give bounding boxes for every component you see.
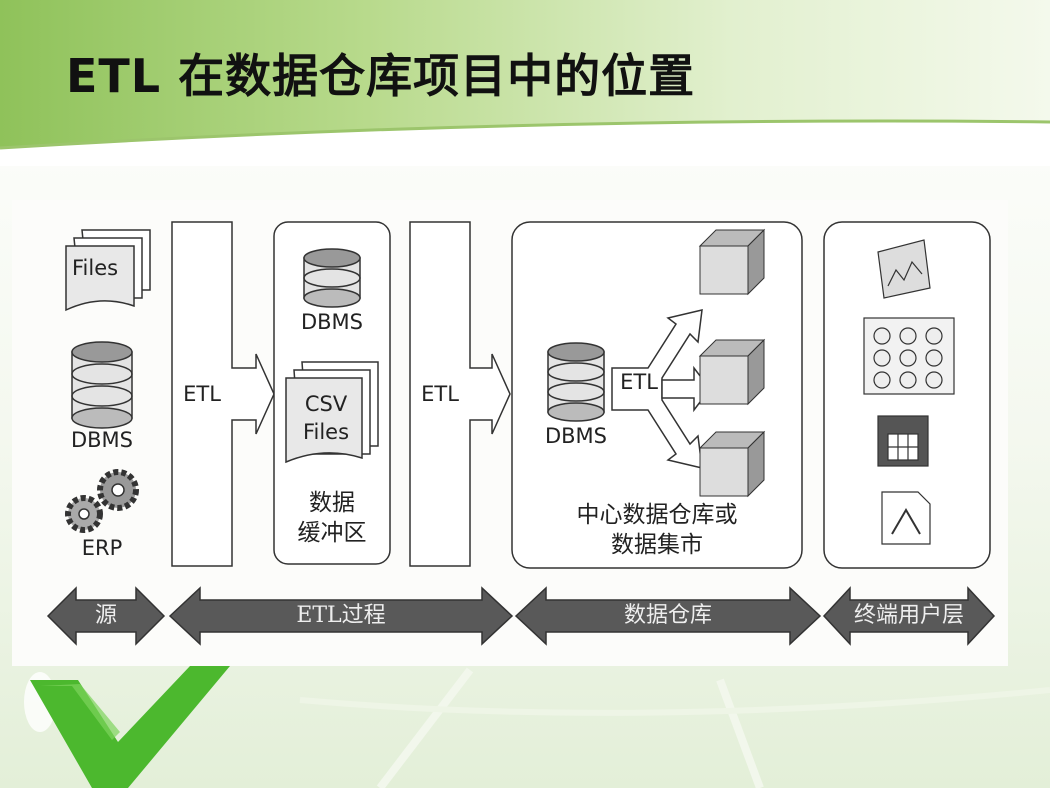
buffer-caption-line2: 缓冲区 [297,520,367,546]
warehouse-caption-line2: 数据集市 [611,532,703,558]
slide-title: ETL 在数据仓库项目中的位置 [66,49,696,103]
field-lines [299,667,1050,788]
etl-stage-2-label: ETL [421,382,459,406]
etl-column-2 [409,221,511,567]
olap-cube-icon-2 [698,338,766,406]
branch-arrows [611,309,711,469]
csv-files-icon [285,361,379,464]
dashboard-gauges-icon [863,317,955,395]
band-arrow-warehouse [514,586,822,646]
source-dbms-label: DBMS [70,428,134,452]
warehouse-dbms-icon [547,342,605,422]
band-label-warehouse: 数据仓库 [623,603,713,628]
spreadsheet-icon [877,415,929,467]
olap-cube-icon-1 [698,228,766,296]
warehouse-caption-line1: 中心数据仓库或 [576,502,738,528]
band-arrow-etl [168,586,514,646]
checkmark-icon [24,666,230,788]
pdf-document-icon [881,491,931,545]
band-arrow-source [46,586,166,646]
diagram-graphics [46,221,996,646]
band-label-end-user: 终端用户层 [853,603,965,628]
buffer-caption-line1: 数据 [309,490,355,516]
band-label-source: 源 [94,603,118,628]
band-label-etl: ETL过程 [296,603,386,628]
etl-stage-1-label: ETL [183,382,221,406]
olap-cube-icon-3 [698,430,766,498]
etl-column-1 [171,221,275,567]
files-icon [65,229,151,312]
warehouse-etl-label: ETL [620,370,658,394]
band-arrow-end-user [822,586,996,646]
end-user-box [823,221,991,569]
buffer-dbms-icon [303,248,361,308]
warehouse-dbms-label: DBMS [544,424,608,448]
files-label: Files [72,256,119,280]
buffer-dbms-label: DBMS [300,310,364,334]
source-dbms-icon [71,341,133,429]
csv-files-label: Files [302,420,350,444]
erp-gears-icon [65,469,139,533]
header-curve [0,119,1050,166]
chart-report-icon [877,239,931,299]
csv-label: CSV [304,392,348,416]
etl-diagram: Files DBMS ERP ETL DBMS CSV Files 数据 缓冲区… [12,200,1008,666]
erp-label: ERP [81,536,123,560]
